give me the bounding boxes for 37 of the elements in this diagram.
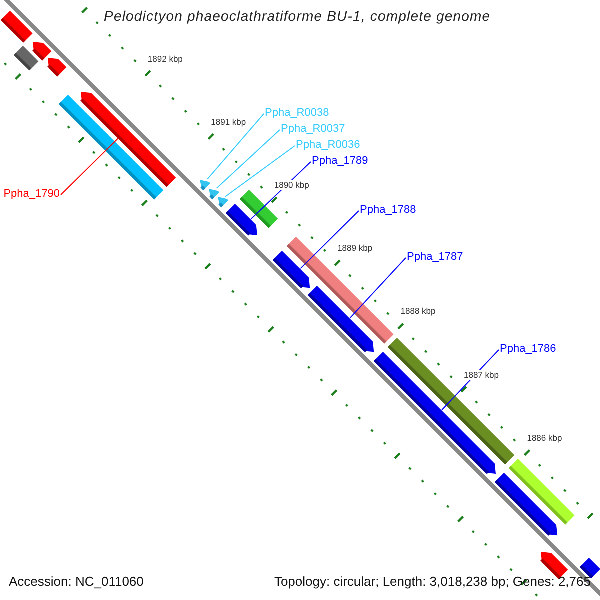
- accession-label: Accession: NC_011060: [9, 574, 144, 589]
- gene-label: Ppha_1787: [407, 251, 464, 264]
- gene-label: Ppha_1789: [312, 155, 368, 168]
- gene-label: Ppha_1786: [500, 343, 556, 356]
- gene-bar: [59, 95, 164, 200]
- scale-label: 1886 kbp: [526, 432, 564, 443]
- gene-bar: [240, 190, 278, 228]
- gene-label: Ppha_1788: [360, 204, 416, 217]
- leader-line: [224, 146, 296, 198]
- gene-feature: [218, 197, 229, 208]
- gene-label: Ppha_R0038: [265, 107, 330, 120]
- gene-bar: [0, 10, 32, 43]
- gene-bar: [14, 46, 39, 70]
- scale-label: 1891 kbp: [210, 116, 248, 127]
- leader-line: [207, 114, 264, 180]
- scale-label: 1892 kbp: [146, 54, 184, 64]
- leader-line: [350, 258, 406, 319]
- scale-label: 1890 kbp: [273, 180, 310, 190]
- leader-line: [300, 210, 360, 270]
- leader-line: [216, 130, 280, 189]
- gene-label: Ppha_1790: [4, 188, 60, 201]
- leader-line: [60, 138, 119, 196]
- scale-label: 1889 kbp: [336, 243, 374, 254]
- genome-stats-label: Topology: circular; Length: 3,018,238 bp; Genes: 2,765: [274, 574, 591, 589]
- gene-label: Ppha_R0037: [281, 123, 346, 136]
- scale-label: 1888 kbp: [400, 306, 437, 316]
- scale-label: 1887 kbp: [463, 370, 500, 380]
- gene-bar: [580, 558, 600, 578]
- gene-feature: [308, 286, 374, 352]
- genome-title: Pelodictyon phaeoclathratiforme BU-1, complete genome: [104, 8, 491, 24]
- gene-feature: [32, 42, 52, 60]
- gene-feature: [209, 188, 220, 200]
- gene-label: Ppha_R0036: [296, 139, 360, 152]
- gene-feature: [494, 472, 558, 536]
- gene-feature: [272, 250, 310, 288]
- gene-feature: [48, 58, 66, 77]
- gene-feature: [200, 180, 211, 190]
